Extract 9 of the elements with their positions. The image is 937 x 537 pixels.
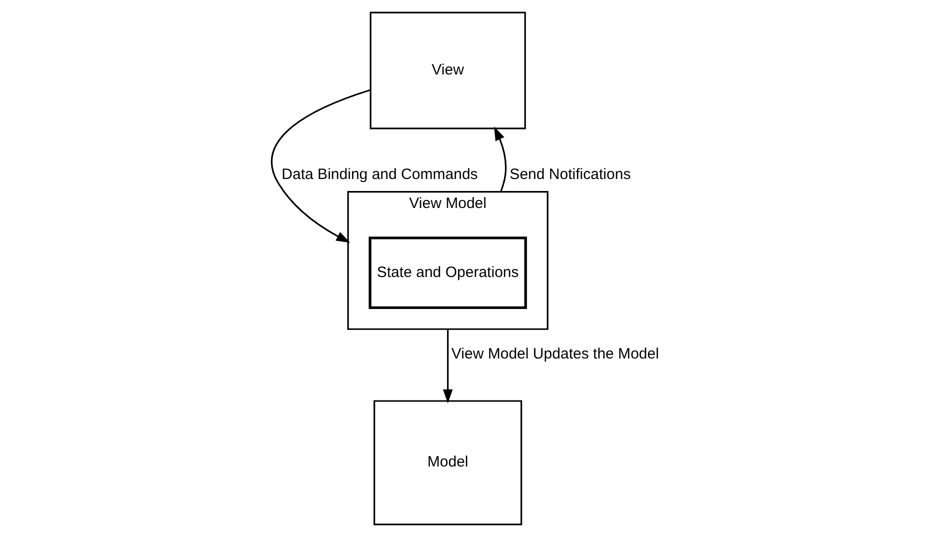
node-box: View bbox=[369, 12, 526, 130]
node-box: Model bbox=[373, 400, 522, 526]
arrow bbox=[442, 329, 452, 404]
edge-label: View Model Updates the Model bbox=[450, 345, 658, 362]
edge-label: Send Notifications bbox=[509, 166, 630, 184]
arrow bbox=[270, 89, 370, 243]
edge-label: Data Binding and Commands bbox=[281, 166, 478, 184]
node-box: State and Operations bbox=[368, 236, 526, 309]
arrow bbox=[494, 126, 506, 192]
